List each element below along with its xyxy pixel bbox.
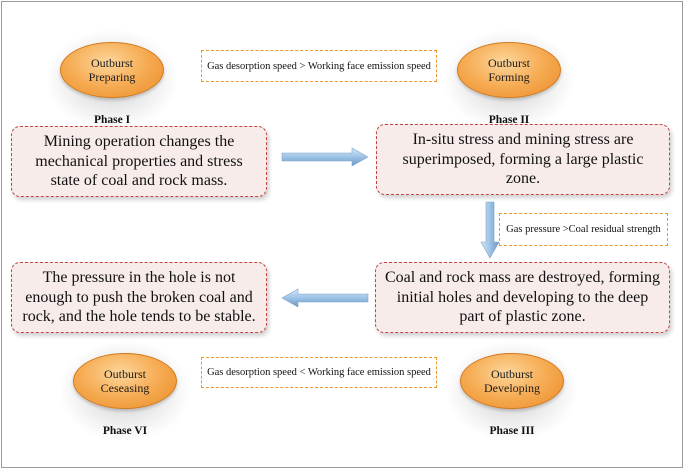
stage-box-destroyed: Coal and rock mass are destroyed, formin… — [375, 262, 670, 333]
phase-2-oval: Outburst Forming — [457, 42, 561, 98]
condition-top: Gas desorption speed > Working face emis… — [201, 50, 437, 82]
phase-3-oval: Outburst Developing — [460, 353, 564, 409]
phase-3-node: Outburst Developing Phase III — [447, 341, 577, 441]
stage-box-mining: Mining operation changes the mechanical … — [11, 126, 267, 197]
phase-1-name: Outburst Preparing — [88, 56, 136, 84]
condition-right: Gas pressure >Coal residual strength — [499, 213, 668, 246]
phase-2-name: Outburst Forming — [488, 56, 530, 84]
phase-4-node: Outburst Ceseasing Phase VI — [60, 341, 190, 441]
stage-box-stable: The pressure in the hole is not enough t… — [11, 262, 267, 333]
arrow-left-icon — [281, 288, 369, 308]
phase-2-label: Phase II — [488, 114, 530, 126]
phase-4-label: Phase VI — [102, 425, 148, 437]
phase-2-node: Outburst Forming Phase II — [444, 30, 574, 130]
arrow-right-icon — [281, 147, 369, 167]
phase-3-label: Phase III — [489, 425, 535, 437]
phase-4-oval: Outburst Ceseasing — [73, 353, 177, 409]
phase-1-label: Phase I — [93, 114, 131, 126]
phase-3-name: Outburst Developing — [484, 367, 540, 395]
arrow-down-icon — [480, 201, 500, 259]
phase-1-node: Outburst Preparing Phase I — [47, 30, 177, 130]
stage-box-plastic-zone: In-situ stress and mining stress are sup… — [376, 124, 670, 195]
phase-1-oval: Outburst Preparing — [60, 42, 164, 98]
phase-4-name: Outburst Ceseasing — [100, 367, 150, 395]
condition-bottom: Gas desorption speed < Working face emis… — [201, 357, 437, 388]
